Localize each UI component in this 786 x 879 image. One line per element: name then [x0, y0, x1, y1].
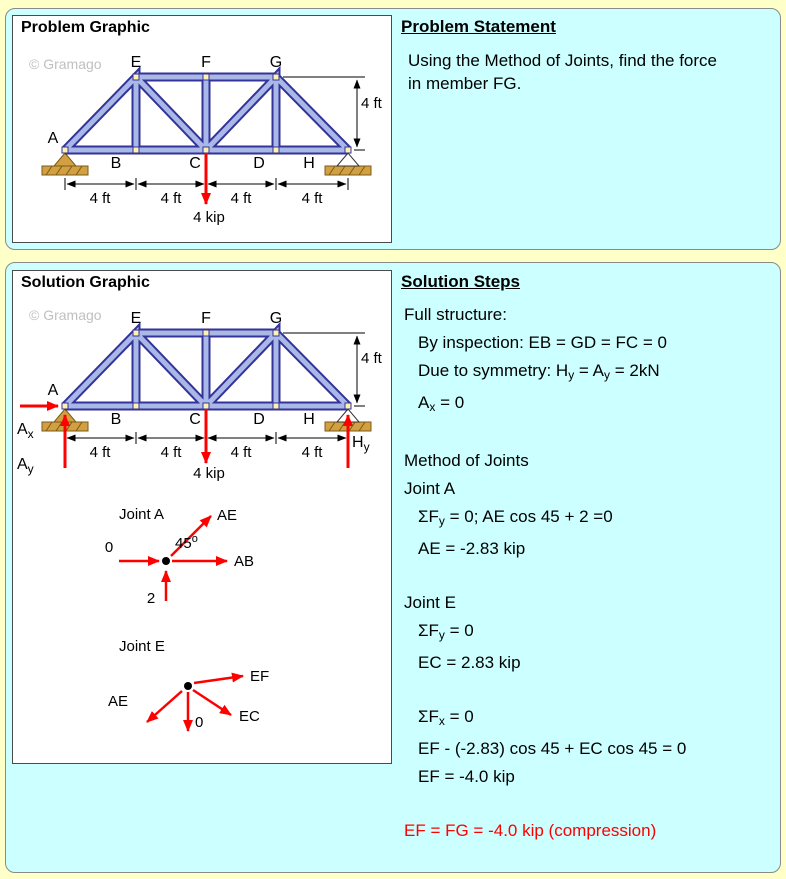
solution-graphic-box: E F G A B C D H Ax Ay Hy 4 ft 4 ft 4 ft …	[12, 270, 392, 764]
solution-panel: E F G A B C D H Ax Ay Hy 4 ft 4 ft 4 ft …	[5, 262, 781, 873]
node-label-F: F	[201, 310, 211, 327]
force-label-ef: EF	[250, 668, 269, 685]
step-blank	[404, 563, 776, 589]
reaction-label-ay: Ay	[17, 456, 34, 476]
dim-label-2: 4 ft	[161, 444, 183, 461]
node-label-F: F	[201, 54, 211, 71]
truss-joints	[61, 329, 352, 410]
problem-panel: E F G A B C D H 4 ft 4 ft 4 ft 4 ft 4 ft…	[5, 8, 781, 250]
force-label-ae: AE	[217, 507, 237, 524]
node-label-A: A	[48, 382, 59, 399]
truss-members	[65, 77, 348, 150]
node-label-B: B	[111, 411, 122, 428]
support-pin-A	[41, 152, 89, 176]
angle-label: 45o	[175, 533, 198, 552]
force-label-two: 2	[147, 590, 155, 607]
force-label-zero: 0	[195, 714, 203, 731]
dimension-lines	[64, 76, 365, 190]
support-roller-H	[324, 152, 372, 176]
step-line: EF = -4.0 kip	[418, 767, 515, 786]
watermark: © Gramago	[29, 56, 102, 72]
step-line: ΣFy = 0	[418, 621, 474, 642]
dim-label-3: 4 ft	[231, 190, 253, 207]
problem-truss-diagram: E F G A B C D H 4 ft 4 ft 4 ft 4 ft 4 ft…	[41, 54, 383, 226]
reaction-label-hy: Hy	[352, 434, 370, 454]
node-label-D: D	[253, 155, 265, 172]
dim-label-4: 4 ft	[302, 190, 324, 207]
step-line: Full structure:	[404, 305, 507, 324]
joint-e-title: Joint E	[119, 638, 165, 655]
step-blank	[404, 677, 776, 703]
force-label-ae: AE	[108, 693, 128, 710]
problem-graphic-title: Problem Graphic	[21, 19, 150, 36]
dim-label-1: 4 ft	[90, 444, 112, 461]
joint-a-node	[162, 557, 170, 565]
dimension-lines	[64, 332, 365, 444]
joint-a-diagram: Joint A AE 45o AB 0 2	[105, 506, 254, 607]
node-label-C: C	[189, 411, 201, 428]
step-line: By inspection: EB = GD = FC = 0	[418, 333, 667, 352]
step-line: Method of Joints	[404, 451, 529, 470]
step-line: ΣFx = 0	[418, 707, 474, 728]
reaction-label-ax: Ax	[17, 421, 34, 441]
node-label-D: D	[253, 411, 265, 428]
step-line: Ax = 0	[418, 393, 465, 414]
step-line: AE = -2.83 kip	[418, 539, 526, 558]
force-arrow-ae	[146, 690, 183, 723]
force-label-zero: 0	[105, 539, 113, 556]
load-label: 4 kip	[193, 209, 225, 226]
truss-members	[65, 333, 348, 406]
node-label-H: H	[303, 155, 315, 172]
force-arrow-ec	[192, 688, 232, 717]
dim-label-2: 4 ft	[161, 190, 183, 207]
node-label-A: A	[48, 130, 59, 147]
step-line: Joint A	[404, 479, 456, 498]
force-label-ab: AB	[234, 553, 254, 570]
joint-e-node	[184, 682, 192, 690]
step-line: EF = FG = -4.0 kip (compression)	[404, 821, 657, 840]
problem-graphic-box: E F G A B C D H 4 ft 4 ft 4 ft 4 ft 4 ft…	[12, 15, 392, 243]
problem-statement-text: Using the Method of Joints, find the for…	[408, 51, 718, 93]
watermark: © Gramago	[29, 307, 102, 323]
node-label-B: B	[111, 155, 122, 172]
solution-steps-heading: Solution Steps	[401, 272, 520, 291]
dim-label-height: 4 ft	[361, 350, 383, 367]
reaction-arrows	[20, 401, 353, 468]
solution-truss-diagram: E F G A B C D H Ax Ay Hy 4 ft 4 ft 4 ft …	[17, 310, 383, 732]
step-blank	[404, 791, 776, 817]
dim-label-1: 4 ft	[90, 190, 112, 207]
node-label-G: G	[270, 310, 282, 327]
problem-statement-heading: Problem Statement	[401, 17, 556, 36]
truss-joints	[61, 73, 352, 154]
joint-a-title: Joint A	[119, 506, 164, 523]
node-label-E: E	[131, 54, 142, 71]
step-line: ΣFy = 0; AE cos 45 + 2 =0	[418, 507, 613, 528]
solution-steps-lines: Full structure: By inspection: EB = GD = …	[404, 301, 776, 845]
dim-label-height: 4 ft	[361, 95, 383, 112]
force-label-ec: EC	[239, 708, 260, 725]
step-blank	[404, 421, 776, 447]
step-line: Due to symmetry: Hy = Ay = 2kN	[418, 361, 660, 382]
step-line: Joint E	[404, 593, 456, 612]
joint-e-diagram: Joint E EF EC AE 0	[108, 638, 269, 732]
load-label: 4 kip	[193, 465, 225, 482]
node-label-E: E	[131, 310, 142, 327]
step-line: EF - (-2.83) cos 45 + EC cos 45 = 0	[418, 739, 687, 758]
step-line: EC = 2.83 kip	[418, 653, 521, 672]
node-label-C: C	[189, 155, 201, 172]
dim-label-3: 4 ft	[231, 444, 253, 461]
solution-graphic-title: Solution Graphic	[21, 274, 150, 291]
dim-label-4: 4 ft	[302, 444, 324, 461]
force-arrow-ef	[193, 672, 244, 685]
node-label-H: H	[303, 411, 315, 428]
node-label-G: G	[270, 54, 282, 71]
force-arrow-ae	[170, 515, 212, 557]
